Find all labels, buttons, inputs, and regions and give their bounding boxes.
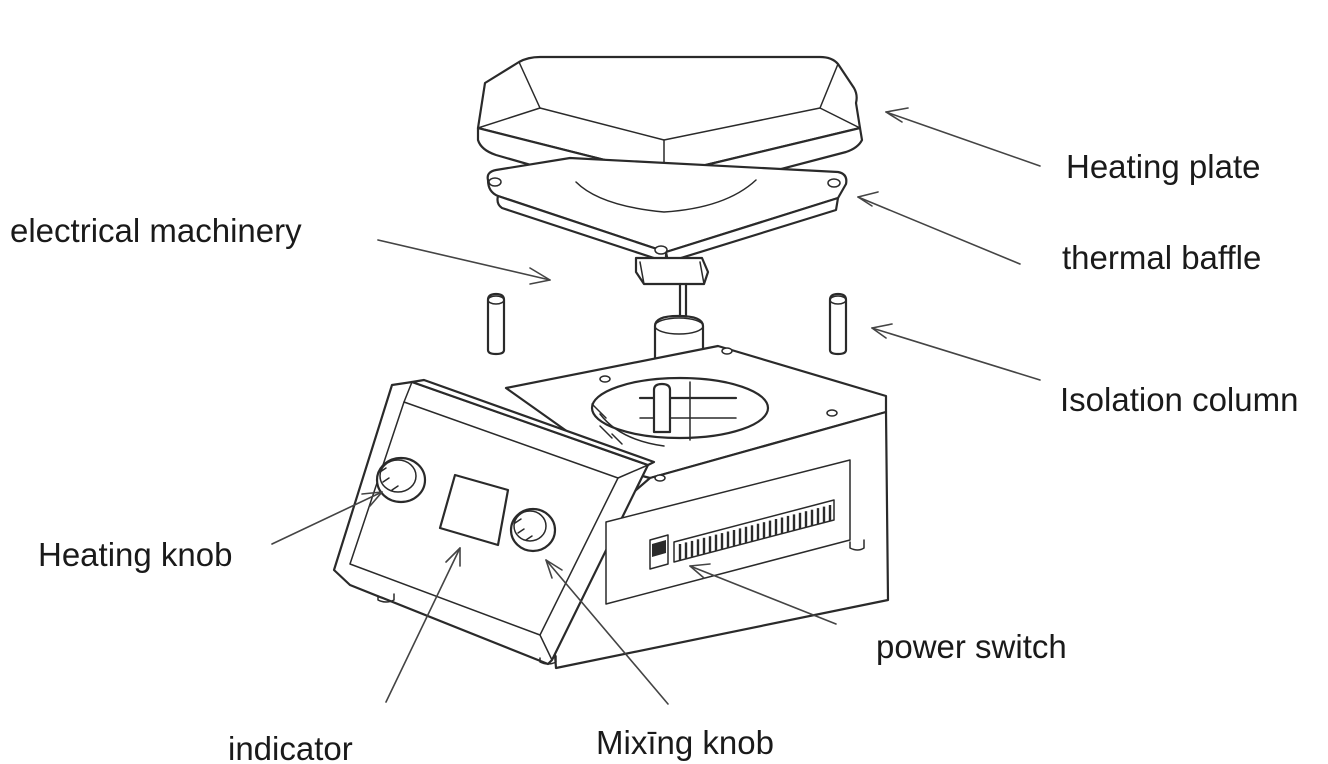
- label-isolation-column: Isolation column: [1060, 381, 1298, 418]
- label-heating-plate: Heating plate: [1066, 148, 1260, 185]
- indicator-display: [438, 473, 510, 547]
- isolation-column-right: [828, 292, 848, 356]
- label-arrows: [271, 107, 1041, 705]
- vent-panel: [605, 459, 851, 605]
- isolation-column-left: [486, 292, 506, 356]
- thermal-baffle: [486, 156, 848, 264]
- heating-knob: [375, 456, 427, 504]
- power-switch: [649, 534, 669, 570]
- label-power-switch: power switch: [876, 628, 1067, 665]
- feet: [377, 539, 865, 665]
- label-thermal-baffle: thermal baffle: [1062, 239, 1261, 276]
- label-electrical-machinery: electrical machinery: [10, 212, 302, 249]
- label-mixing-knob: Mixīng knob: [596, 724, 774, 761]
- label-heating-knob: Heating knob: [38, 536, 232, 573]
- mixing-knob: [509, 507, 557, 553]
- label-indicator: indicator: [228, 730, 353, 764]
